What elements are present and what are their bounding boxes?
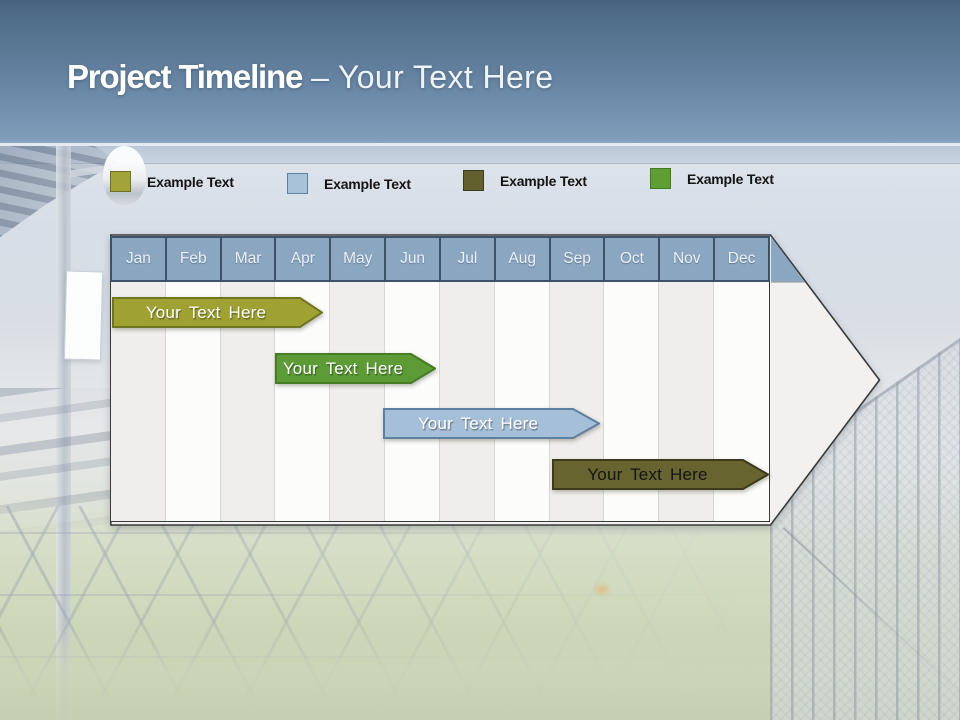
month-cell-nov[interactable]: Nov bbox=[660, 238, 714, 280]
legend-item-2[interactable]: Example Text bbox=[287, 173, 411, 194]
legend-swatch bbox=[110, 171, 131, 192]
month-cell-jun[interactable]: Jun bbox=[386, 238, 439, 280]
timeline-bar-2[interactable]: Your Text Here bbox=[275, 353, 436, 384]
month-cell-may[interactable]: May bbox=[331, 238, 385, 280]
legend-item-4[interactable]: Example Text bbox=[650, 168, 774, 189]
month-cell-oct[interactable]: Oct bbox=[605, 238, 659, 280]
page-title[interactable]: Project Timeline – Your Text Here bbox=[67, 58, 553, 96]
legend-label: Example Text bbox=[500, 172, 587, 189]
legend-label: Example Text bbox=[687, 170, 774, 187]
title-secondary: Your Text Here bbox=[337, 59, 554, 95]
bar-label: Your Text Here bbox=[145, 302, 267, 322]
month-cell-jul[interactable]: Jul bbox=[440, 238, 494, 280]
bar-label: Your Text Here bbox=[282, 358, 404, 378]
bar-label: Your Text Here bbox=[417, 413, 539, 433]
legend-swatch bbox=[287, 173, 308, 194]
month-cell-apr[interactable]: Apr bbox=[276, 238, 330, 280]
grid-column-jul bbox=[439, 282, 495, 521]
grid-column-may bbox=[330, 282, 386, 521]
timeline-bar-1[interactable]: Your Text Here bbox=[112, 297, 323, 328]
month-cell-jan[interactable]: Jan bbox=[112, 238, 165, 280]
legend-swatch bbox=[650, 168, 671, 189]
timeline-bar-4[interactable]: Your Text Here bbox=[552, 459, 769, 490]
header-band: Project Timeline – Your Text Here bbox=[0, 0, 960, 146]
legend-label: Example Text bbox=[324, 175, 411, 192]
legend-swatch bbox=[463, 170, 484, 191]
bar-arrow-shape bbox=[383, 408, 600, 439]
bar-label: Your Text Here bbox=[587, 464, 708, 484]
title-dash: – bbox=[311, 59, 329, 95]
bar-arrow-shape bbox=[552, 459, 769, 490]
photo-lens-flare bbox=[592, 582, 612, 597]
bar-arrow-shape bbox=[112, 297, 323, 328]
timeline-bar-3[interactable]: Your Text Here bbox=[383, 408, 600, 439]
month-cell-sep[interactable]: Sep bbox=[550, 238, 604, 280]
month-cell-feb[interactable]: Feb bbox=[166, 238, 220, 280]
grid-column-jun bbox=[385, 282, 440, 521]
month-cell-aug[interactable]: Aug bbox=[495, 238, 549, 280]
legend-item-1[interactable]: Example Text bbox=[110, 171, 234, 192]
month-cell-mar[interactable]: Mar bbox=[221, 238, 275, 280]
photo-horizon-band bbox=[0, 146, 960, 164]
arrow-head-band bbox=[771, 236, 804, 282]
grid-column-aug bbox=[494, 282, 550, 521]
title-primary: Project Timeline bbox=[67, 58, 303, 95]
month-cell-dec[interactable]: Dec bbox=[715, 238, 768, 280]
legend-item-3[interactable]: Example Text bbox=[463, 170, 587, 191]
legend-label: Example Text bbox=[147, 173, 234, 190]
bar-arrow-shape bbox=[275, 353, 436, 384]
